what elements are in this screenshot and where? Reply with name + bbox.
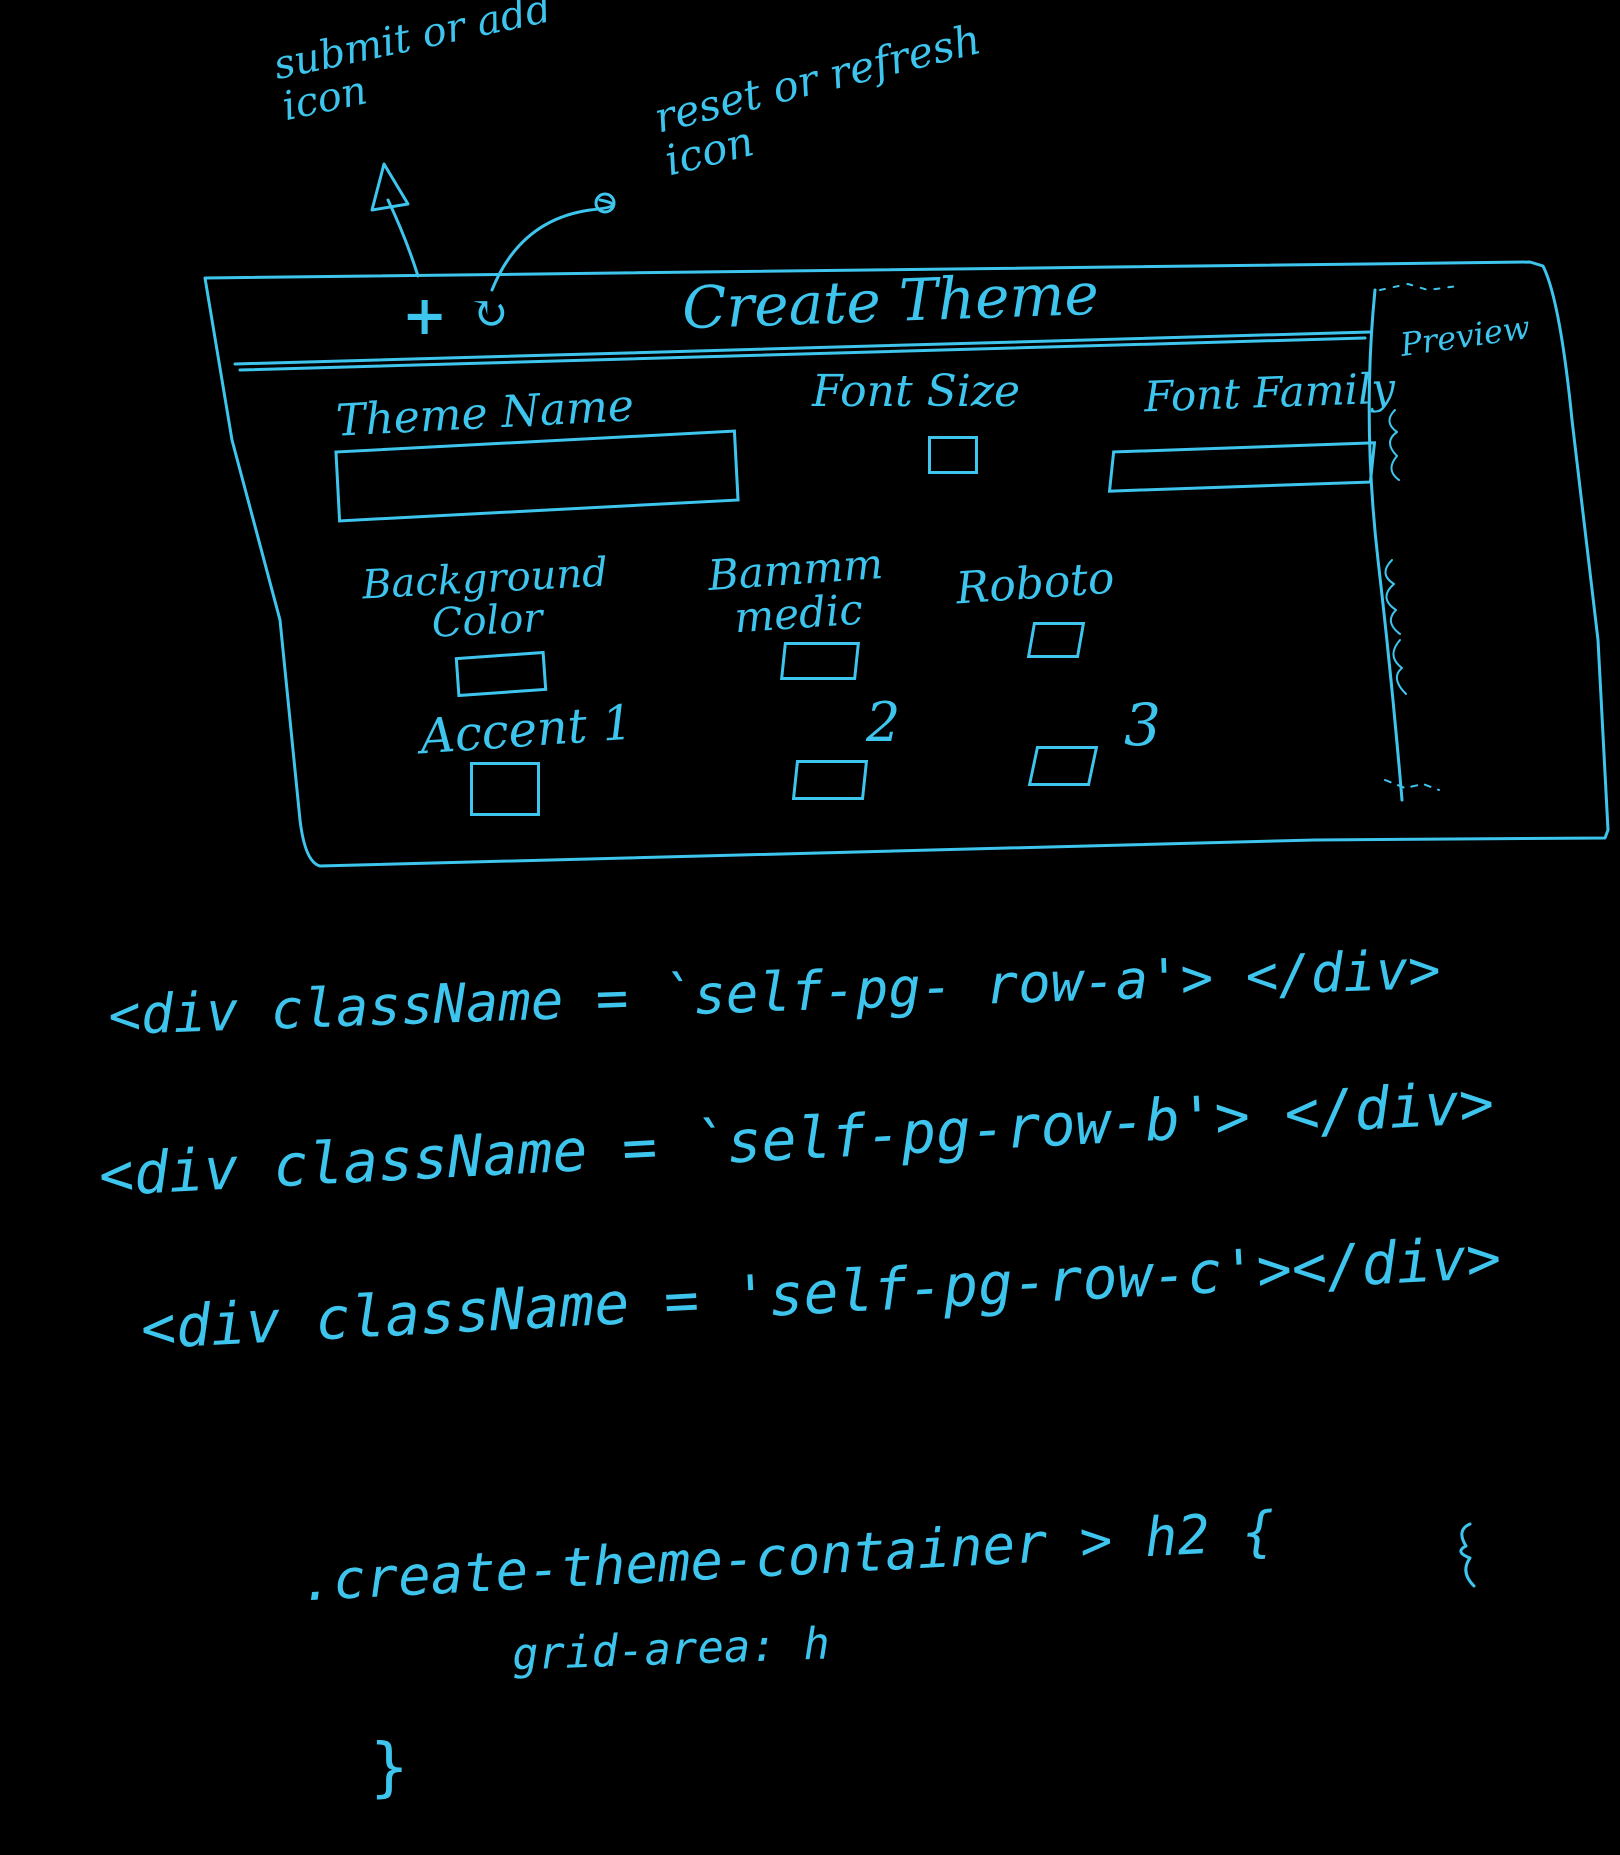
css-rule-line: grid-area: h	[511, 1618, 831, 1681]
font-option-2-label: Roboto	[954, 552, 1117, 615]
css-close-brace: }	[370, 1731, 409, 1805]
font-family-label: Font Family	[1143, 363, 1396, 422]
font-size-label: Font Size	[812, 366, 1021, 417]
add-icon[interactable]: +	[402, 283, 448, 347]
font-option-1-input[interactable]	[780, 642, 860, 680]
accent-1-input[interactable]	[470, 762, 540, 816]
font-size-input[interactable]	[928, 436, 978, 474]
font-option-1-label: Bammm medic	[706, 538, 885, 643]
accent-2-label: 2	[866, 691, 901, 754]
background-color-input[interactable]	[454, 650, 548, 698]
background-color-label: Background Color	[360, 549, 609, 647]
accent-3-label: 3	[1124, 691, 1161, 759]
accent-3-input[interactable]	[1027, 746, 1099, 786]
create-theme-title: Create Theme	[680, 259, 1100, 343]
accent-1-label: Accent 1	[418, 694, 635, 766]
font-option-2-input[interactable]	[1026, 622, 1086, 658]
reset-icon[interactable]: ↻	[470, 286, 509, 340]
accent-2-input[interactable]	[791, 760, 869, 800]
